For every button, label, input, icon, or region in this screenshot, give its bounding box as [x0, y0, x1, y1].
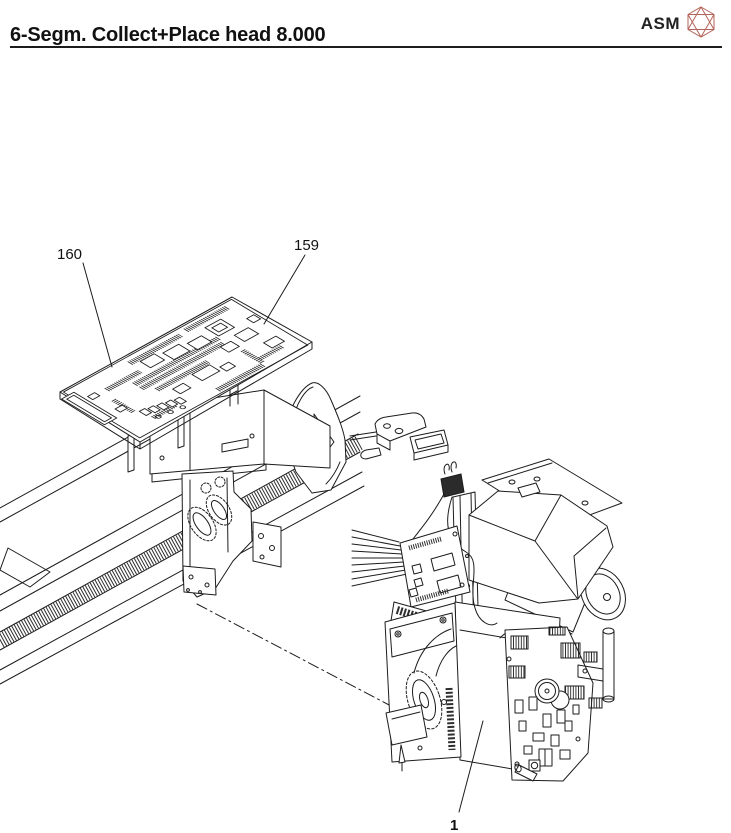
- rail-cover-plate: [0, 547, 51, 588]
- head-interface-pcb: [504, 626, 603, 782]
- ribbon-cable: [351, 529, 408, 587]
- brand: ASM: [641, 5, 717, 39]
- collect-place-head-assembly: [351, 458, 626, 782]
- asm-hexagon-wireframe-logo-icon: [687, 6, 715, 38]
- assembly-center-line: [196, 603, 392, 707]
- brand-name: ASM: [640, 14, 680, 33]
- belt-loop: [205, 494, 233, 526]
- latch-plate: [374, 412, 427, 442]
- callouts: 160 159 1: [57, 237, 484, 833]
- callout-159: 159: [294, 237, 319, 254]
- magnet-track-hatch: [0, 436, 363, 648]
- leader-line-160: [82, 262, 113, 368]
- belt-carriage: [181, 470, 282, 598]
- page-title: 6-Segm. Collect+Place head 8.000: [10, 24, 326, 46]
- edge-connector: [60, 391, 118, 426]
- header-rule: [10, 46, 722, 48]
- leader-line-1: [458, 720, 484, 813]
- support-leg: [127, 433, 135, 473]
- belt-loop: [187, 506, 217, 542]
- head-control-pcb: [59, 296, 313, 450]
- dowel-pin: [514, 763, 538, 782]
- callout-1: 1: [450, 817, 458, 833]
- t-handle: [577, 627, 615, 703]
- leader-line-159: [263, 254, 306, 325]
- latch-hook: [360, 447, 382, 460]
- head-driver-pcb: [399, 525, 471, 608]
- latch-lever-part: [349, 412, 449, 461]
- callout-160: 160: [57, 246, 82, 263]
- motor-shaft: [603, 593, 611, 601]
- nozzle-block: [385, 704, 428, 746]
- cable-connector: [440, 473, 465, 498]
- page-header: 6-Segm. Collect+Place head 8.000 ASM: [0, 0, 731, 52]
- drive-wheel: [405, 670, 443, 730]
- ic-chip: [204, 318, 236, 337]
- head-hood-cover: [468, 482, 614, 604]
- rack-strip: [445, 687, 456, 751]
- nozzle-mechanism: [384, 602, 462, 772]
